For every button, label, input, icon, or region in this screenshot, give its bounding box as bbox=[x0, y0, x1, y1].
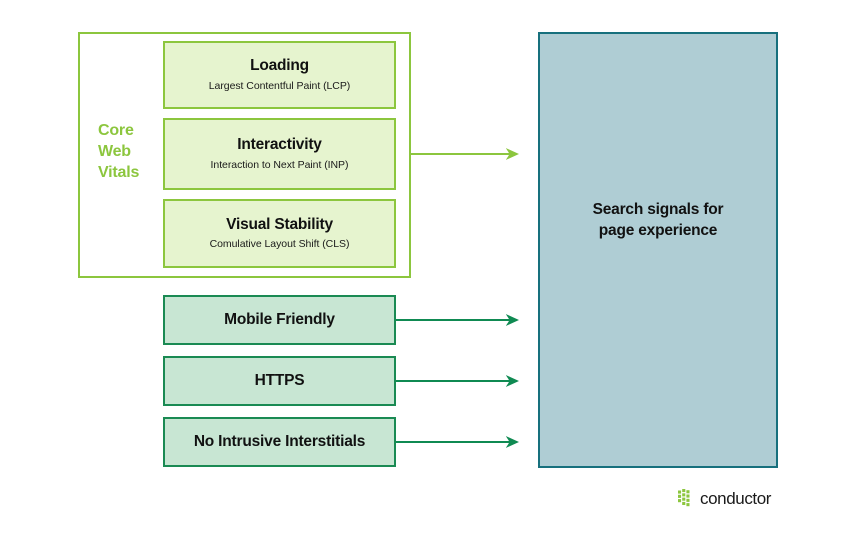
metric-subtitle: Comulative Layout Shift (CLS) bbox=[209, 238, 350, 251]
conductor-logo: conductor bbox=[678, 489, 771, 508]
metric-title: Loading bbox=[250, 57, 309, 75]
metric-subtitle: Interaction to Next Paint (INP) bbox=[210, 158, 349, 171]
core-web-vitals-group bbox=[78, 32, 411, 278]
signal-title: HTTPS bbox=[254, 372, 305, 389]
signal-title: No Intrusive Interstitials bbox=[193, 433, 366, 450]
core-web-vitals-label-line-2: Web bbox=[98, 143, 131, 161]
core-web-vitals-label-line-3: Vitals bbox=[98, 164, 140, 182]
signal-card-no-intrusive-interstitials: No Intrusive Interstitials bbox=[163, 417, 396, 467]
metric-card-interactivity: Interactivity Interaction to Next Paint … bbox=[163, 118, 396, 190]
outcome-text: Search signals for page experience bbox=[592, 201, 724, 239]
outcome-panel: Search signals for page experience bbox=[538, 32, 778, 468]
metric-title: Interactivity bbox=[237, 136, 322, 154]
metric-card-loading: Loading Largest Contentful Paint (LCP) bbox=[163, 41, 396, 109]
conductor-dots-icon bbox=[678, 489, 690, 507]
signal-card-https: HTTPS bbox=[163, 356, 396, 406]
metric-card-visual-stability: Visual Stability Comulative Layout Shift… bbox=[163, 199, 396, 268]
core-web-vitals-label-line-1: Core bbox=[98, 122, 134, 139]
core-web-vitals-label: Core Web Vitals bbox=[98, 120, 160, 183]
signal-title: Mobile Friendly bbox=[224, 311, 335, 328]
conductor-wordmark: conductor bbox=[700, 489, 772, 508]
metric-subtitle: Largest Contentful Paint (LCP) bbox=[208, 79, 351, 92]
signal-card-mobile-friendly: Mobile Friendly bbox=[163, 295, 396, 345]
metric-title: Visual Stability bbox=[226, 215, 333, 233]
